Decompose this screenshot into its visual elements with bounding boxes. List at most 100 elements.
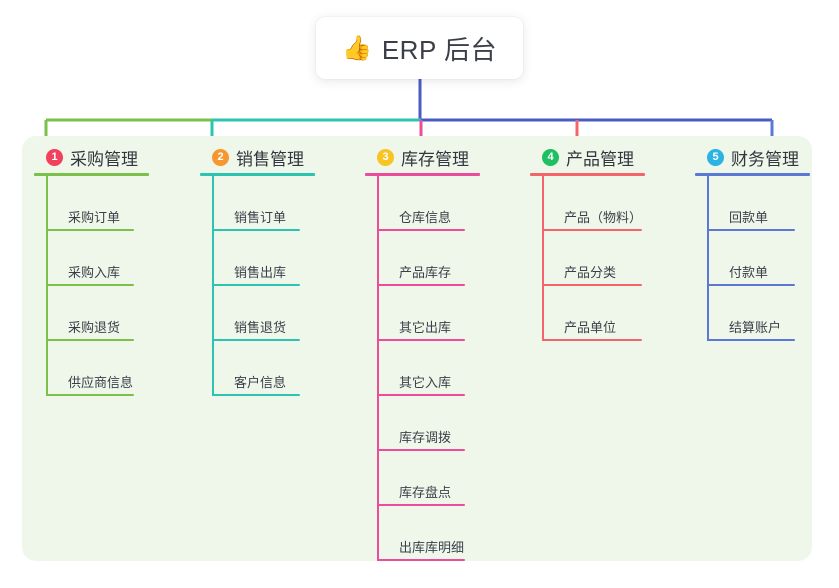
branch-item-rule (377, 284, 465, 286)
branch-items: 采购订单采购入库采购退货供应商信息 (34, 176, 182, 396)
branch-item-label: 销售订单 (234, 210, 287, 225)
branch-item-label: 产品（物料） (564, 210, 643, 225)
branch-item-rule (377, 504, 465, 506)
branch-item-rule (707, 229, 795, 231)
branch-column-3[interactable]: 3 库存管理仓库信息产品库存其它出库其它入库库存调拨库存盘点出库库明细 (365, 144, 513, 561)
branch-item-label: 销售出库 (234, 265, 287, 280)
branch-column-4[interactable]: 4 产品管理产品（物料） 产品分类产品单位 (530, 144, 678, 341)
branch-item-label: 库存调拨 (399, 430, 452, 445)
branch-item[interactable]: 产品（物料） (542, 176, 678, 231)
branch-item-label: 产品库存 (399, 265, 452, 280)
thumbs-up-icon: 👍 (341, 35, 372, 62)
branch-spine (46, 176, 48, 396)
branch-header-rule (695, 173, 810, 176)
branch-item-label: 其它出库 (399, 320, 452, 335)
branch-number-badge: 3 (377, 148, 394, 166)
branch-title: 库存管理 (401, 149, 469, 169)
branch-number-badge: 5 (707, 148, 724, 166)
branch-item[interactable]: 采购订单 (46, 176, 182, 231)
root-node-card[interactable]: 👍 ERP 后台 (316, 17, 523, 79)
branch-item[interactable]: 出库库明细 (377, 506, 513, 561)
branch-number-badge: 1 (46, 148, 63, 166)
branch-item-rule (46, 339, 134, 341)
branch-item[interactable]: 销售退货 (212, 286, 348, 341)
branch-item[interactable]: 采购退货 (46, 286, 182, 341)
branch-item-label: 客户信息 (234, 375, 287, 390)
branch-title: 销售管理 (236, 149, 304, 169)
branch-title: 财务管理 (731, 149, 799, 169)
branch-number-badge: 2 (212, 148, 229, 166)
branch-spine (542, 176, 544, 341)
branch-item-label: 出库库明细 (399, 540, 465, 555)
branch-item[interactable]: 客户信息 (212, 341, 348, 396)
branch-items: 仓库信息产品库存其它出库其它入库库存调拨库存盘点出库库明细 (365, 176, 513, 561)
branch-item[interactable]: 产品单位 (542, 286, 678, 341)
branch-item-rule (46, 229, 134, 231)
branch-item[interactable]: 仓库信息 (377, 176, 513, 231)
branches-panel (22, 136, 812, 561)
branch-item[interactable]: 采购入库 (46, 231, 182, 286)
branch-number-badge: 4 (542, 148, 559, 166)
branch-item-rule (542, 229, 642, 231)
branch-title: 产品管理 (566, 149, 634, 169)
branch-item-rule (707, 339, 795, 341)
branch-item[interactable]: 结算账户 (707, 286, 839, 341)
branch-item[interactable]: 其它入库 (377, 341, 513, 396)
branch-item-rule (46, 394, 134, 396)
branch-item[interactable]: 其它出库 (377, 286, 513, 341)
branch-column-5[interactable]: 5 财务管理回款单付款单结算账户 (695, 144, 839, 341)
branch-item-label: 产品分类 (564, 265, 617, 280)
branch-item-label: 其它入库 (399, 375, 452, 390)
root-title: ERP 后台 (381, 34, 498, 65)
branch-item-rule (707, 284, 795, 286)
branch-item-label: 付款单 (729, 265, 769, 280)
branch-items: 销售订单销售出库销售退货客户信息 (200, 176, 348, 396)
branch-item-rule (377, 339, 465, 341)
branch-header-4[interactable]: 4 产品管理 (530, 144, 678, 170)
branch-item-label: 产品单位 (564, 320, 617, 335)
branch-item[interactable]: 库存盘点 (377, 451, 513, 506)
branch-spine (212, 176, 214, 396)
branch-header-5[interactable]: 5 财务管理 (695, 144, 839, 170)
branch-header-rule (530, 173, 645, 176)
branch-spine (377, 176, 379, 561)
branch-item-label: 库存盘点 (399, 485, 452, 500)
branch-item-rule (46, 284, 134, 286)
branch-item-rule (212, 229, 300, 231)
branch-item-label: 结算账户 (729, 320, 782, 335)
branch-title: 采购管理 (70, 149, 138, 169)
branch-header-2[interactable]: 2 销售管理 (200, 144, 348, 170)
branch-item[interactable]: 产品库存 (377, 231, 513, 286)
branch-item-label: 回款单 (729, 210, 769, 225)
branch-item-rule (377, 229, 465, 231)
branch-header-rule (200, 173, 315, 176)
branch-item[interactable]: 回款单 (707, 176, 839, 231)
branch-item[interactable]: 付款单 (707, 231, 839, 286)
branch-item-label: 采购入库 (68, 265, 121, 280)
branch-item-rule (377, 559, 465, 561)
branch-item-label: 仓库信息 (399, 210, 452, 225)
branch-item-rule (212, 394, 300, 396)
branch-item-label: 采购订单 (68, 210, 121, 225)
branch-spine (707, 176, 709, 341)
branch-item-rule (212, 284, 300, 286)
branch-item-rule (542, 339, 642, 341)
branch-item-label: 供应商信息 (68, 375, 134, 390)
branch-header-rule (34, 173, 149, 176)
branch-item-label: 采购退货 (68, 320, 121, 335)
branch-column-1[interactable]: 1 采购管理采购订单采购入库采购退货供应商信息 (34, 144, 182, 396)
branch-header-rule (365, 173, 480, 176)
branch-header-3[interactable]: 3 库存管理 (365, 144, 513, 170)
branch-item[interactable]: 销售订单 (212, 176, 348, 231)
branch-items: 回款单付款单结算账户 (695, 176, 839, 341)
branch-item[interactable]: 销售出库 (212, 231, 348, 286)
branch-item[interactable]: 供应商信息 (46, 341, 182, 396)
branch-column-2[interactable]: 2 销售管理销售订单销售出库销售退货客户信息 (200, 144, 348, 396)
branch-item-label: 销售退货 (234, 320, 287, 335)
branch-item[interactable]: 产品分类 (542, 231, 678, 286)
branch-item-rule (377, 449, 465, 451)
branch-item-rule (542, 284, 642, 286)
branch-header-1[interactable]: 1 采购管理 (34, 144, 182, 170)
branch-item-rule (377, 394, 465, 396)
branch-item[interactable]: 库存调拨 (377, 396, 513, 451)
